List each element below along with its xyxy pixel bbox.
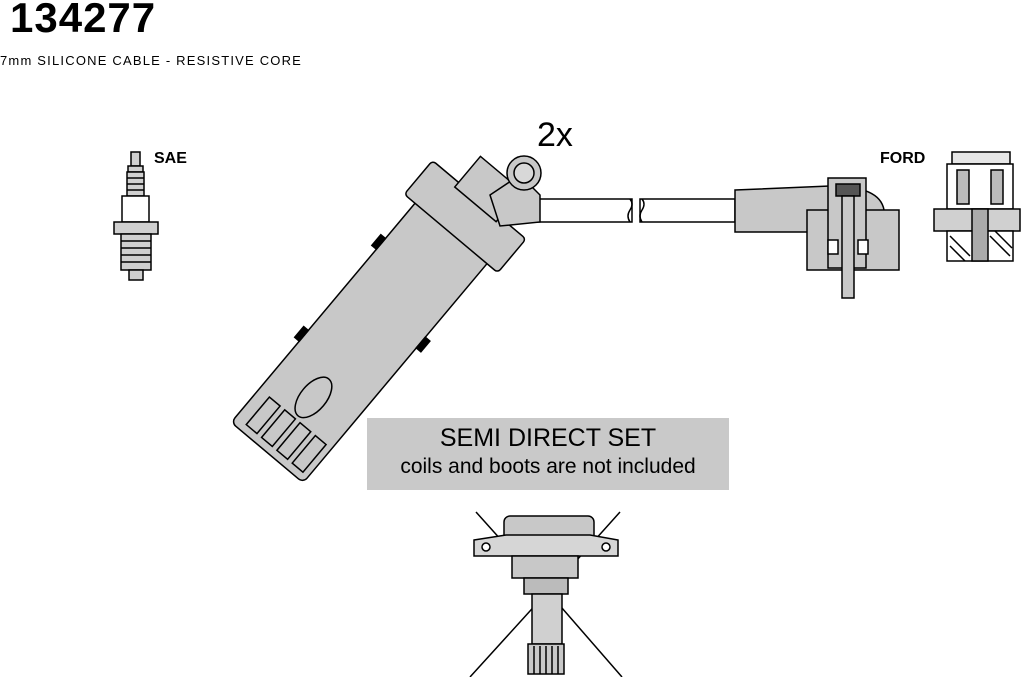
cable-spec: 7mm SILICONE CABLE - RESISTIVE CORE xyxy=(0,53,303,68)
ignition-cable xyxy=(537,198,736,223)
label-ford: FORD xyxy=(880,150,926,167)
coil-boot-connector xyxy=(232,155,542,482)
part-number: 134277 xyxy=(10,0,157,41)
ford-connector-icon xyxy=(933,151,1021,262)
notice-title: SEMI DIRECT SET xyxy=(439,424,657,452)
spark-plug-boot xyxy=(734,177,900,299)
quantity-label: 2x xyxy=(537,116,573,154)
notice-box: SEMI DIRECT SET coils and boots are not … xyxy=(367,418,729,490)
spark-plug-sae-icon xyxy=(113,151,159,281)
label-sae: SAE xyxy=(154,150,187,167)
notice-subtitle: coils and boots are not included xyxy=(400,455,696,478)
coil-not-included-icon xyxy=(469,511,623,677)
